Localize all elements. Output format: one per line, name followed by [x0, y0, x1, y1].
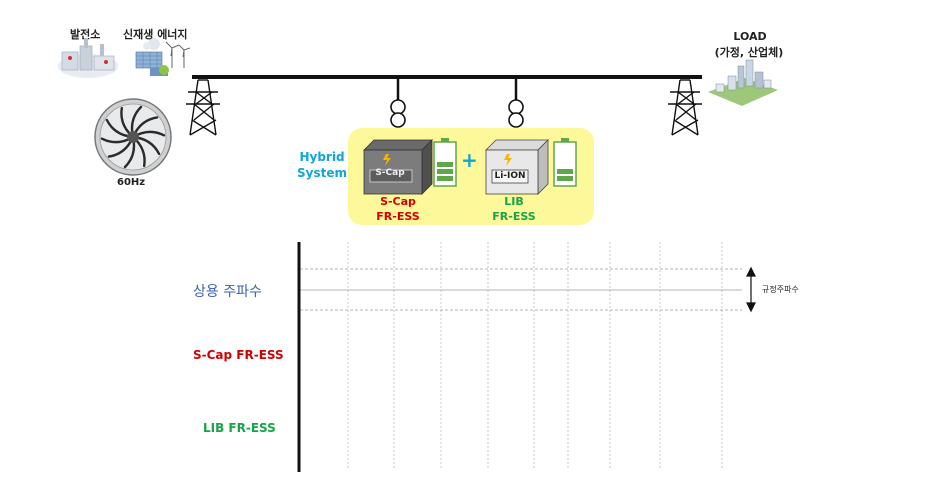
hybrid-label-line1: Hybrid [299, 150, 345, 164]
hybrid-label-line2: System [297, 166, 347, 180]
frequency-band [300, 268, 742, 311]
transmission-tower-icon [186, 79, 220, 136]
power-plant-icon [58, 38, 118, 78]
transformer-icon [508, 99, 524, 128]
transformer-icon [390, 99, 406, 128]
regulated-frequency-label: 규정주파수 [762, 285, 799, 294]
plus-sign: + [461, 148, 478, 172]
row-label-lib: LIB FR-ESS [203, 421, 276, 435]
turbine-fan-icon [94, 98, 172, 176]
double-arrow-icon [746, 266, 756, 313]
battery-icon [433, 138, 457, 187]
lib-name-line2: FR-ESS [492, 210, 536, 223]
lib-device-icon [485, 139, 549, 195]
lib-name-line1: LIB [504, 195, 524, 208]
transmission-tower-icon [668, 79, 702, 136]
scap-name-line1: S-Cap [380, 195, 416, 208]
lib-device-label: Li-ION [494, 171, 526, 181]
row-label-grid-frequency: 상용 주파수 [193, 284, 262, 300]
battery-icon [553, 138, 577, 187]
lib-ess-name: LIB FR-ESS [479, 194, 549, 224]
grid-lines [347, 242, 723, 470]
frequency-label: 60Hz [117, 177, 146, 188]
renewable-energy-icon [135, 38, 191, 76]
scap-device-label: S-Cap [375, 168, 405, 178]
load-label: LOAD [733, 30, 767, 43]
scap-ess-name: S-Cap FR-ESS [363, 194, 433, 224]
renewable-label: 신재생 에너지 [123, 28, 188, 41]
load-sub-label: (가정, 산업체) [714, 46, 784, 59]
scap-device-icon [363, 139, 433, 195]
generation-label: 발전소 [70, 28, 101, 41]
scap-name-line2: FR-ESS [376, 210, 420, 223]
hybrid-system-label: Hybrid System [296, 149, 348, 181]
row-label-scap: S-Cap FR-ESS [193, 348, 284, 362]
city-load-icon [708, 59, 778, 106]
